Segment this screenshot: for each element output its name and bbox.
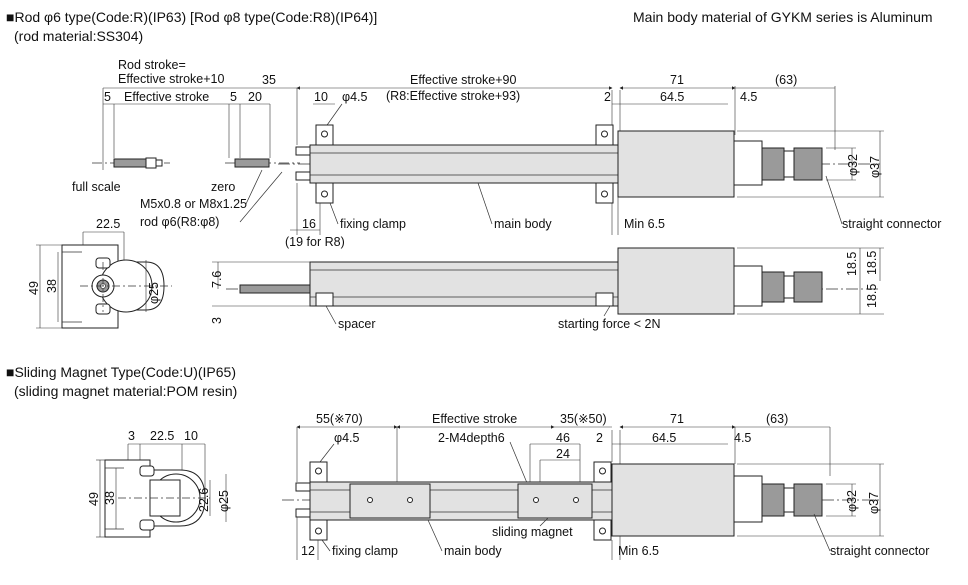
rod-diameter-label: rod φ6(R8:φ8) — [140, 215, 219, 229]
dim-64-5: 64.5 — [660, 90, 684, 104]
dim-phi4-5-tv2: φ4.5 — [334, 431, 360, 445]
dim-64-5-tv2: 64.5 — [652, 431, 676, 445]
dim-phi32-tv2: φ32 — [845, 490, 859, 512]
dim-16: 16 — [302, 217, 316, 231]
straight-connector — [733, 140, 763, 186]
dim-38-ev2: 38 — [103, 491, 117, 505]
dim-35-50: 35(※50) — [560, 412, 607, 426]
dim-22-5-ev2: 22.5 — [150, 429, 174, 443]
dim-18-5-mid: 18.5 — [845, 252, 859, 276]
dim-35: 35 — [262, 73, 276, 87]
sensor-housing-tv2 — [611, 463, 735, 537]
sliding-magnet-label: sliding magnet — [492, 525, 573, 539]
dim-3: 3 — [210, 317, 224, 324]
dim-22-5: 22.5 — [96, 217, 120, 231]
material-note: Main body material of GYKM series is Alu… — [633, 9, 933, 25]
spacer-right — [595, 292, 614, 307]
dim-18-5-top: 18.5 — [865, 251, 879, 275]
dim-effective-stroke-90: Effective stroke+90 — [410, 73, 516, 87]
dim-20: 20 — [248, 90, 262, 104]
main-body-label-tv2: main body — [444, 544, 502, 558]
section2-heading: ■Sliding Magnet Type(Code:U)(IP65) — [6, 364, 236, 380]
section2-subheading: (sliding magnet material:POM resin) — [14, 383, 237, 399]
min-6-5-label-tv2: Min 6.5 — [618, 544, 659, 558]
straight-connector-label: straight connector — [842, 217, 941, 231]
dim-effective-stroke: Effective stroke — [124, 90, 209, 104]
dim-5a: 5 — [104, 90, 111, 104]
main-body-label: main body — [494, 217, 552, 231]
sensor-housing — [617, 130, 735, 198]
dim-phi4-5: φ4.5 — [342, 90, 368, 104]
dim-effective-stroke-tv2: Effective stroke — [432, 412, 517, 426]
top-view-magnet-type: 55(※70) φ4.5 Effective stroke 35(※50) 2-… — [282, 412, 929, 560]
full-scale-label: full scale — [72, 180, 121, 194]
dim-10: 10 — [314, 90, 328, 104]
fixing-clamp-label: fixing clamp — [340, 217, 406, 231]
dim-22-6: 22.6 — [197, 488, 211, 512]
starting-force-label: starting force < 2N — [558, 317, 660, 331]
dim-55-70: 55(※70) — [316, 412, 363, 426]
dim-18-5-bottom: 18.5 — [865, 284, 879, 308]
section1-subheading: (rod material:SS304) — [14, 28, 143, 44]
dim-46: 46 — [556, 431, 570, 445]
straight-connector-label-tv2: straight connector — [830, 544, 929, 558]
dim-63-tv2: (63) — [766, 412, 788, 426]
dim-38: 38 — [45, 279, 59, 293]
rod-zero — [234, 158, 270, 168]
rod-side-view — [239, 284, 313, 294]
thread-m4-label: 2-M4depth6 — [438, 431, 505, 445]
dim-effective-stroke-93: (R8:Effective stroke+93) — [386, 89, 520, 103]
dim-71-tv2: 71 — [670, 412, 684, 426]
end-view-rod-type: 22.5 49 38 φ25 — [27, 217, 172, 329]
dim-phi32: φ32 — [846, 154, 860, 176]
dim-7-6: 7.6 — [210, 271, 224, 288]
dim-5b: 5 — [230, 90, 237, 104]
main-body-side-view — [309, 261, 619, 307]
dim-10-ev2: 10 — [184, 429, 198, 443]
dim-19-r8: (19 for R8) — [285, 235, 345, 249]
sensor-housing-side — [617, 247, 735, 315]
dim-phi25-ev2: φ25 — [217, 490, 231, 512]
min-6-5-label: Min 6.5 — [624, 217, 665, 231]
top-view-rod-type: Effective stroke+90 (R8:Effective stroke… — [278, 73, 941, 249]
dim-49-ev2: 49 — [87, 492, 101, 506]
dim-2-tv2: 2 — [596, 431, 603, 445]
dim-12: 12 — [301, 544, 315, 558]
dim-3-ev2: 3 — [128, 429, 135, 443]
spacer-label: spacer — [338, 317, 376, 331]
rod-stroke-formula: Effective stroke+10 — [118, 72, 224, 86]
dim-49: 49 — [27, 281, 41, 295]
dim-4-5: 4.5 — [740, 90, 757, 104]
rod-full-scale — [113, 158, 147, 168]
dim-phi37-tv2: φ37 — [867, 492, 881, 514]
main-body-top-view — [309, 144, 619, 184]
dim-2: 2 — [604, 90, 611, 104]
rod-diagram: Rod stroke= Effective stroke+10 35 5 Eff… — [72, 58, 300, 229]
dim-phi25: φ25 — [147, 282, 161, 304]
sliding-magnet-ghost — [349, 483, 431, 519]
spacer-left — [315, 292, 334, 307]
thread-label: M5x0.8 or M8x1.25 — [140, 197, 247, 211]
dim-4-5-tv2: 4.5 — [734, 431, 751, 445]
dim-phi37: φ37 — [868, 156, 882, 178]
sliding-magnet — [517, 483, 593, 519]
end-view-magnet-type: 3 22.5 10 49 38 22.6 φ25 — [87, 429, 231, 538]
section1-heading: ■Rod φ6 type(Code:R)(IP63) [Rod φ8 type(… — [6, 9, 377, 25]
side-view-rod-type: 7.6 3 spacer starting force < 2N 18.5 18… — [210, 247, 884, 331]
dim-71: 71 — [670, 73, 684, 87]
dim-24: 24 — [556, 447, 570, 461]
rod-stroke-label: Rod stroke= — [118, 58, 186, 72]
zero-label: zero — [211, 180, 235, 194]
dim-63: (63) — [775, 73, 797, 87]
fixing-clamp-label-tv2: fixing clamp — [332, 544, 398, 558]
